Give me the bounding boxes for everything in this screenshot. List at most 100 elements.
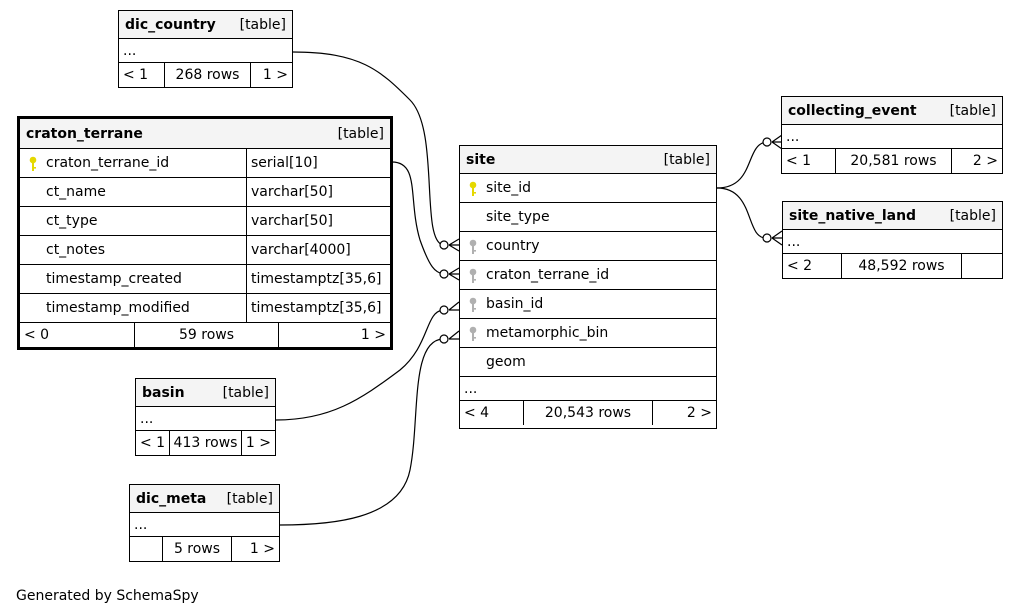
column-name-text: timestamp_modified (46, 300, 190, 316)
column-type: timestamptz[35,6] (246, 265, 390, 293)
table-site-native-land[interactable]: site_native_land [table] ... < 2 48,592 … (782, 201, 1003, 279)
table-tag: [table] (239, 16, 286, 33)
more-columns: ... (119, 39, 292, 63)
table-footer: < 2 48,592 rows (783, 254, 1002, 278)
column-name-text: metamorphic_bin (486, 325, 609, 341)
column-row[interactable]: basin_id (460, 290, 716, 319)
column-row[interactable]: timestamp_created timestamptz[35,6] (20, 265, 390, 294)
more-columns: ... (782, 125, 1002, 149)
table-header: dic_meta [table] (130, 485, 279, 513)
link-site-native-land (716, 187, 767, 239)
table-name: dic_meta (136, 490, 207, 507)
row-count: 413 rows (170, 431, 242, 455)
prev-count[interactable]: < 1 (119, 63, 165, 87)
column-row[interactable]: site_type (460, 203, 716, 232)
next-count[interactable]: 1 > (245, 435, 271, 451)
prev-count[interactable]: < 2 (783, 254, 842, 278)
column-name: timestamp_created (20, 265, 246, 293)
column-name: site_id (460, 174, 716, 202)
column-row[interactable]: metamorphic_bin (460, 319, 716, 348)
table-header: basin [table] (136, 379, 275, 407)
table-header: dic_country [table] (119, 11, 292, 39)
more-columns: ... (130, 513, 279, 537)
table-footer: < 1 268 rows 1 > (119, 63, 292, 87)
column-name-text: geom (486, 354, 526, 370)
column-type: varchar[4000] (246, 236, 390, 264)
column-name-text: craton_terrane_id (486, 267, 610, 283)
link-dic-meta-site (279, 338, 444, 526)
column-type: varchar[50] (246, 178, 390, 206)
column-name: basin_id (460, 290, 716, 318)
next-count[interactable] (962, 254, 1002, 278)
next-count[interactable]: 2 > (686, 405, 712, 421)
link-basin-site (275, 309, 444, 421)
more-columns: ... (460, 377, 716, 401)
next-count[interactable]: 2 > (972, 153, 998, 169)
column-row[interactable]: country (460, 232, 716, 261)
prev-count[interactable]: < 1 (136, 431, 170, 455)
link-craton-terrane-site (391, 161, 444, 275)
column-name: craton_terrane_id (460, 261, 716, 289)
table-header: craton_terrane [table] (20, 119, 390, 149)
more-columns: ... (136, 407, 275, 431)
row-count: 268 rows (165, 63, 251, 87)
column-name-text: timestamp_created (46, 271, 182, 287)
link-site-collecting-event (716, 141, 767, 189)
table-tag: [table] (222, 384, 269, 401)
table-footer: < 4 20,543 rows 2 > (460, 401, 716, 425)
table-craton-terrane[interactable]: craton_terrane [table] craton_terrane_id… (17, 116, 393, 350)
column-name: ct_name (20, 178, 246, 206)
prev-count[interactable]: < 1 (782, 149, 836, 173)
column-type: serial[10] (246, 149, 390, 177)
foreign-key-icon (469, 297, 477, 312)
table-footer: 5 rows 1 > (130, 537, 279, 561)
table-collecting-event[interactable]: collecting_event [table] ... < 1 20,581 … (781, 96, 1003, 174)
foreign-key-icon (469, 326, 477, 341)
table-dic-meta[interactable]: dic_meta [table] ... 5 rows 1 > (129, 484, 280, 562)
column-row[interactable]: geom (460, 348, 716, 377)
foreign-key-icon (469, 268, 477, 283)
row-count: 20,581 rows (836, 149, 952, 173)
column-name-text: ct_type (46, 213, 98, 229)
column-name-text: ct_name (46, 184, 106, 200)
next-count[interactable]: 1 > (249, 541, 275, 557)
row-count: 5 rows (163, 537, 232, 561)
table-tag: [table] (226, 490, 273, 507)
column-name: timestamp_modified (20, 294, 246, 322)
column-row[interactable]: site_id (460, 174, 716, 203)
column-name-text: ct_notes (46, 242, 106, 258)
column-row[interactable]: ct_name varchar[50] (20, 178, 390, 207)
column-name: country (460, 232, 716, 260)
table-header: site_native_land [table] (783, 202, 1002, 230)
next-count[interactable]: 1 > (262, 67, 288, 83)
table-footer: < 1 20,581 rows 2 > (782, 149, 1002, 173)
table-tag: [table] (949, 102, 996, 119)
column-name: craton_terrane_id (20, 149, 246, 177)
column-name: ct_type (20, 207, 246, 235)
table-footer: < 1 413 rows 1 > (136, 431, 275, 455)
prev-count[interactable]: < 0 (20, 323, 135, 347)
table-name: collecting_event (788, 102, 917, 119)
table-name: dic_country (125, 16, 216, 33)
prev-count[interactable] (130, 537, 163, 561)
link-dic-country-site (292, 51, 444, 246)
column-row[interactable]: ct_notes varchar[4000] (20, 236, 390, 265)
column-name: metamorphic_bin (460, 319, 716, 347)
primary-key-icon (469, 181, 477, 196)
table-tag: [table] (337, 125, 384, 142)
table-footer: < 0 59 rows 1 > (20, 323, 390, 347)
row-count: 20,543 rows (524, 401, 653, 425)
next-count[interactable]: 1 > (360, 327, 386, 343)
column-row[interactable]: craton_terrane_id (460, 261, 716, 290)
table-header: collecting_event [table] (782, 97, 1002, 125)
column-type: timestamptz[35,6] (246, 294, 390, 322)
prev-count[interactable]: < 4 (460, 401, 524, 425)
table-basin[interactable]: basin [table] ... < 1 413 rows 1 > (135, 378, 276, 456)
column-row[interactable]: timestamp_modified timestamptz[35,6] (20, 294, 390, 323)
table-name: basin (142, 384, 185, 401)
table-dic-country[interactable]: dic_country [table] ... < 1 268 rows 1 > (118, 10, 293, 88)
